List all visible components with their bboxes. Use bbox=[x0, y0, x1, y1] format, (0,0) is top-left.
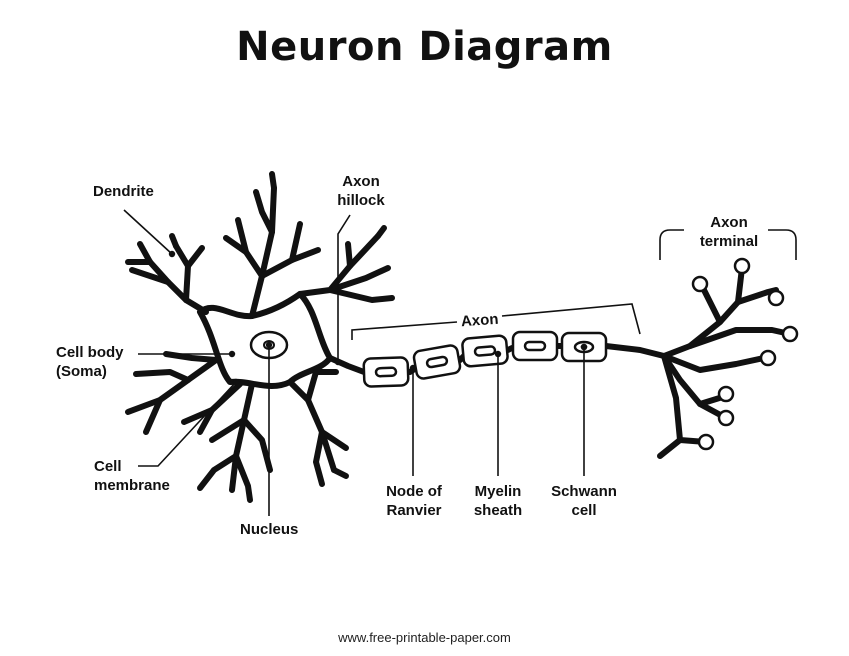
label-schwann-cell: Schwann cell bbox=[551, 483, 617, 519]
label-cell-membrane: Cell membrane bbox=[94, 458, 170, 494]
label-node-of-ranvier: Node of Ranvier bbox=[386, 483, 442, 519]
dendrite-lower-left bbox=[125, 351, 243, 435]
page-title: Neuron Diagram bbox=[236, 24, 613, 70]
leader-axon-hillock bbox=[337, 214, 351, 362]
axon-terminal-bracket bbox=[768, 229, 797, 260]
myelin-cells bbox=[362, 330, 608, 388]
dendrite-lower-right bbox=[287, 369, 349, 487]
label-myelin-sheath: Myelin sheath bbox=[473, 483, 523, 519]
axon-terminal-bracket bbox=[659, 229, 684, 260]
label-axon-hillock: Axon hillock bbox=[337, 173, 385, 209]
terminal-bulbs bbox=[691, 257, 799, 451]
dendrite-upper-left bbox=[125, 233, 209, 315]
leader-cell-membrane bbox=[138, 381, 237, 467]
label-nucleus: Nucleus bbox=[240, 521, 299, 538]
leader-dendrite bbox=[123, 209, 173, 255]
label-axon: Axon bbox=[460, 310, 500, 331]
label-axon-terminal: Axon terminal bbox=[699, 214, 759, 250]
axon-segment bbox=[505, 345, 515, 353]
axon-bracket bbox=[351, 321, 458, 340]
label-cell-body: Cell body (Soma) bbox=[56, 344, 124, 380]
leader-dots bbox=[168, 250, 588, 386]
footer-url: www.free-printable-paper.com bbox=[338, 630, 511, 645]
dendrite-upper-right bbox=[297, 225, 395, 303]
dendrite-bottom bbox=[197, 381, 273, 503]
axon-bracket bbox=[501, 303, 641, 335]
dendrite-top bbox=[223, 171, 321, 319]
label-dendrite: Dendrite bbox=[93, 183, 154, 200]
